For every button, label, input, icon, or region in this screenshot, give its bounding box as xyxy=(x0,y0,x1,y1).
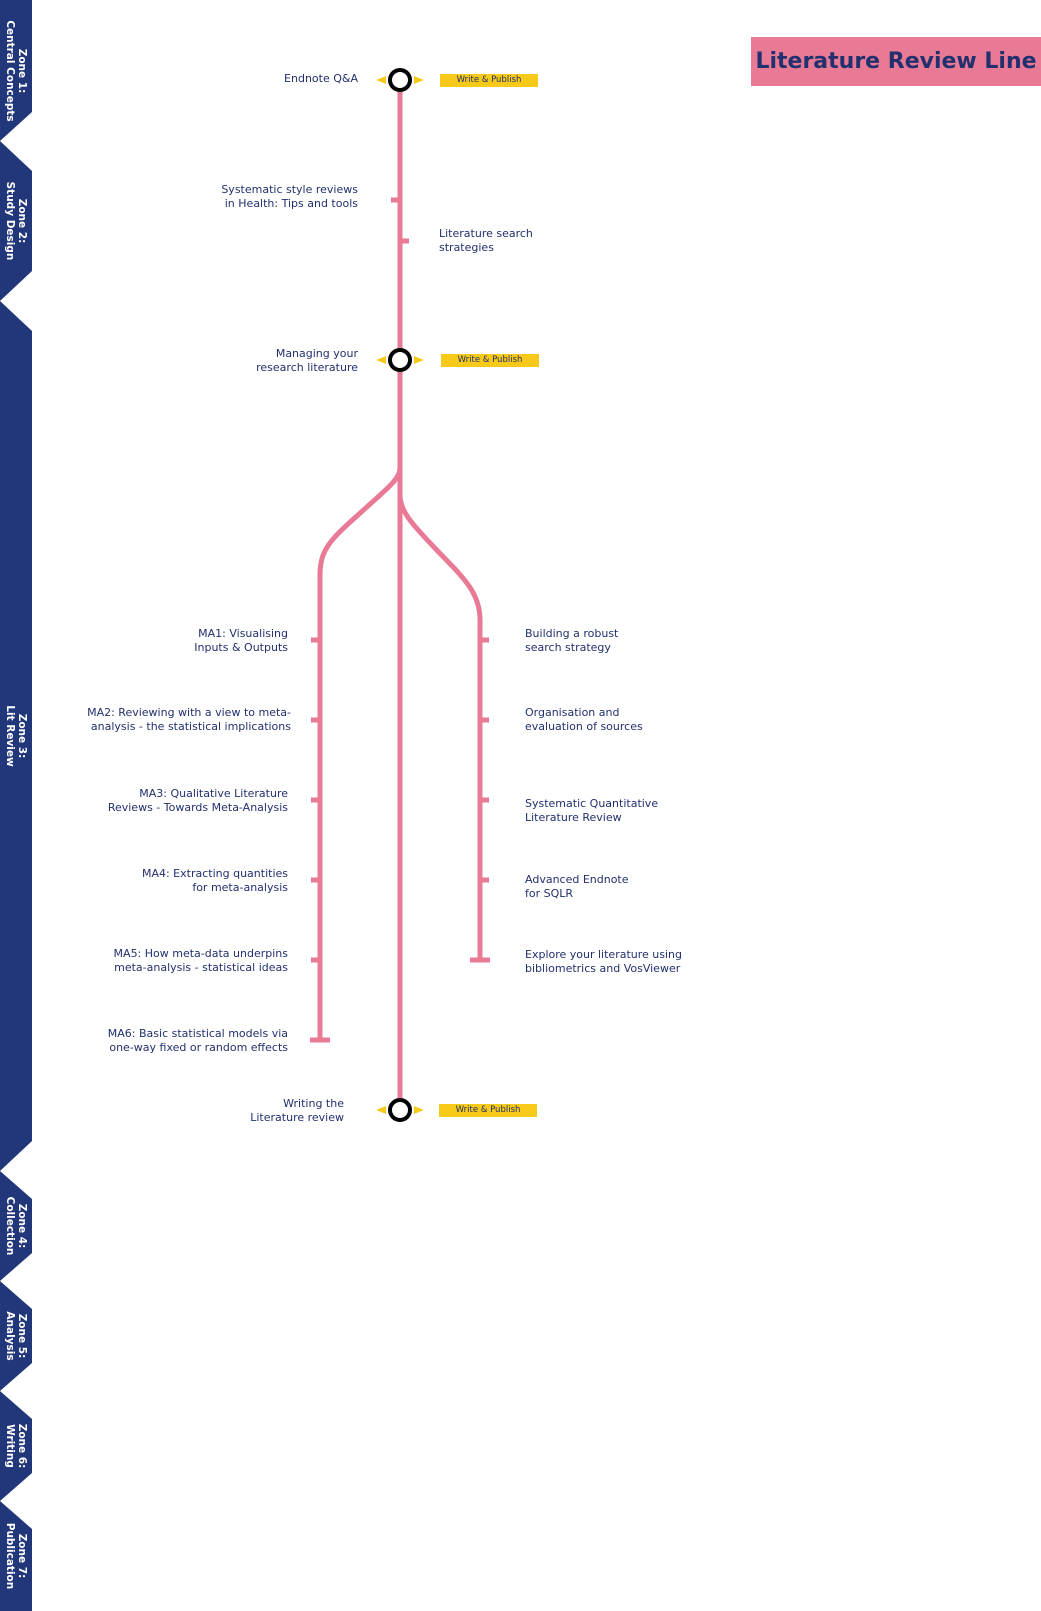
station-managing[interactable]: Managing your research literature xyxy=(256,347,358,374)
line-title: Literature Review Line xyxy=(751,37,1041,86)
connector-right xyxy=(414,356,424,364)
zone-tab-analysis[interactable]: Zone 5:Analysis xyxy=(0,1281,32,1391)
station-ma1[interactable]: MA1: Visualising Inputs & Outputs xyxy=(194,627,288,654)
zone-tab-study-design[interactable]: Zone 2:Study Design xyxy=(0,141,32,301)
write-publish-badge[interactable]: Write & Publish xyxy=(441,354,539,367)
station-ma2[interactable]: MA2: Reviewing with a view to meta- anal… xyxy=(87,706,291,733)
connector-left xyxy=(376,356,386,364)
write-publish-badge[interactable]: Write & Publish xyxy=(440,74,538,87)
station-writing[interactable]: Writing the Literature review xyxy=(250,1097,344,1124)
write-publish-badge[interactable]: Write & Publish xyxy=(439,1104,537,1117)
zone-tab-shape xyxy=(0,1501,32,1611)
station-ma5[interactable]: MA5: How meta-data underpins meta-analys… xyxy=(113,947,288,974)
zone-tab-shape xyxy=(0,301,32,1171)
station-adv-endnote[interactable]: Advanced Endnote for SQLR xyxy=(525,873,629,900)
interchange-circle-endnote[interactable] xyxy=(388,68,412,92)
connector-right xyxy=(414,1106,424,1114)
station-ma6[interactable]: MA6: Basic statistical models via one-wa… xyxy=(107,1027,288,1054)
zone-tab-publication[interactable]: Zone 7:Publication xyxy=(0,1501,32,1611)
connector-right xyxy=(414,76,424,84)
zone-tab-collection[interactable]: Zone 4:Collection xyxy=(0,1171,32,1281)
station-systematic-health[interactable]: Systematic style reviews in Health: Tips… xyxy=(221,183,358,210)
station-sqlr[interactable]: Systematic Quantitative Literature Revie… xyxy=(525,797,659,824)
zone-tab-lit-review[interactable]: Zone 3:Lit Review xyxy=(0,301,32,1171)
station-endnote-qa[interactable]: Endnote Q&A xyxy=(284,72,358,85)
station-explore[interactable]: Explore your literature using bibliometr… xyxy=(525,948,683,975)
zone-tab-shape xyxy=(0,0,32,141)
station-robust-search[interactable]: Building a robust search strategy xyxy=(525,627,619,654)
zone-tab-central-concepts[interactable]: Zone 1:Central Concepts xyxy=(0,0,32,141)
zone-tab-shape xyxy=(0,1171,32,1281)
zone-tab-shape xyxy=(0,141,32,301)
station-lit-search[interactable]: Literature search strategies xyxy=(439,227,533,254)
zone-tab-shape xyxy=(0,1281,32,1391)
zone-tab-writing[interactable]: Zone 6:Writing xyxy=(0,1391,32,1501)
right-branch-line xyxy=(397,494,483,960)
zone-tab-shape xyxy=(0,1391,32,1501)
connector-left xyxy=(376,76,386,84)
connector-left xyxy=(376,1106,386,1114)
interchange-circle-managing[interactable] xyxy=(388,348,412,372)
left-branch-line xyxy=(317,467,403,1040)
station-ma4[interactable]: MA4: Extracting quantities for meta-anal… xyxy=(141,867,288,894)
station-organisation[interactable]: Organisation and evaluation of sources xyxy=(525,706,643,733)
station-ma3[interactable]: MA3: Qualitative Literature Reviews - To… xyxy=(107,787,288,814)
interchange-circle-writing[interactable] xyxy=(388,1098,412,1122)
